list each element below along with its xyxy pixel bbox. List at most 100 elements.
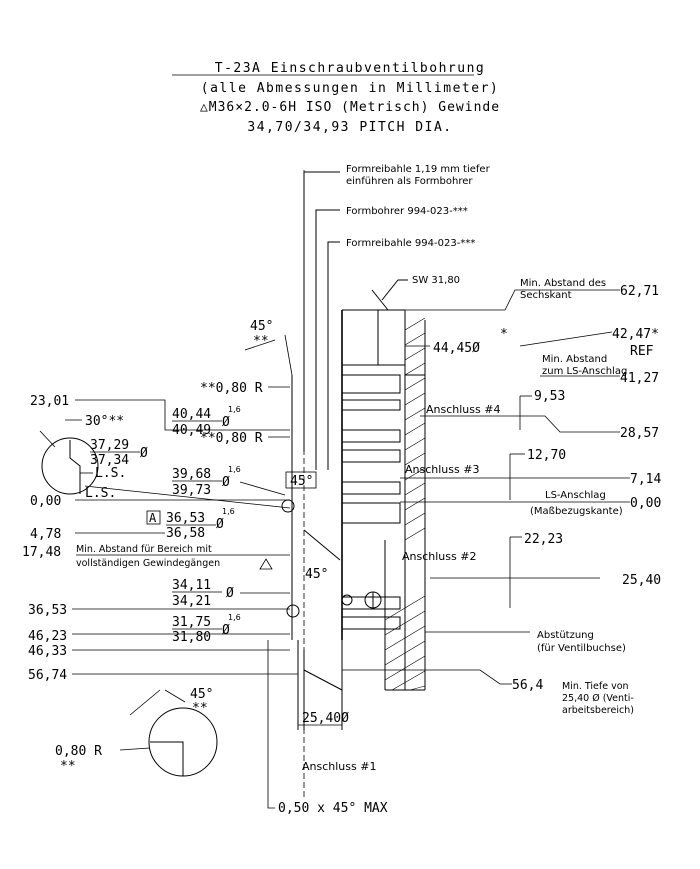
min-tiefe-2: 25,40 Ø (Venti- bbox=[562, 693, 634, 704]
angle-45-low: 45° bbox=[305, 567, 328, 582]
min-sechskant-2: Sechskant bbox=[520, 290, 572, 301]
dim-39-73: 39,73 bbox=[172, 483, 211, 498]
drawing-subtitle: (alle Abmessungen in Millimeter) bbox=[201, 81, 499, 96]
svg-text:1,6: 1,6 bbox=[222, 507, 235, 516]
abstuetzung-1: Abstützung bbox=[537, 630, 594, 641]
drawing-title: T-23A Einschraubventilbohrung bbox=[215, 61, 485, 76]
leader-sw bbox=[381, 279, 408, 301]
thread-triangle bbox=[259, 558, 273, 570]
thread-spec: △M36×2.0-6H ISO (Metrisch) Gewinde bbox=[200, 100, 500, 115]
svg-text:Ø: Ø bbox=[140, 446, 148, 461]
leader-formreibahle bbox=[327, 241, 340, 470]
dim-31-75: 31,75 bbox=[172, 615, 211, 630]
datum-a-box bbox=[146, 510, 161, 525]
leader-formreibahle-note bbox=[303, 171, 340, 452]
svg-text:1,6: 1,6 bbox=[228, 465, 241, 474]
dim-37-29: 37,29 bbox=[90, 438, 129, 453]
dim-25-40-bottom: 25,40Ø bbox=[302, 711, 349, 726]
radius-circle-2 bbox=[286, 604, 300, 618]
svg-text:1,6: 1,6 bbox=[228, 613, 241, 622]
radius-circle-1 bbox=[281, 499, 295, 513]
dim-23-01: 23,01 bbox=[30, 394, 69, 409]
detail-circle-upper bbox=[41, 437, 99, 495]
anschluss-1: Anschluss #1 bbox=[302, 760, 376, 773]
star-44: * bbox=[500, 327, 508, 342]
dim-40-49: 40,49 bbox=[172, 423, 211, 438]
r080-1: **0,80 R bbox=[200, 381, 263, 396]
chamfer-note: 0,50 x 45° MAX bbox=[278, 801, 388, 816]
dim-36-53b: 36,53 bbox=[28, 603, 67, 618]
port-bands bbox=[341, 374, 401, 630]
ls-2: L.S. bbox=[85, 486, 116, 501]
formbohrer-label: Formbohrer 994-023-*** bbox=[346, 206, 468, 217]
oring-2 bbox=[341, 594, 353, 606]
anschluss-3: Anschluss #3 bbox=[405, 463, 479, 476]
leader-62-71 bbox=[405, 289, 620, 311]
dim-37-34: 37,34 bbox=[90, 453, 129, 468]
sw-label: SW 31,80 bbox=[412, 275, 460, 286]
dim-34-11: 34,11 bbox=[172, 578, 211, 593]
svg-text:Ø: Ø bbox=[216, 517, 224, 532]
anschluss-2: Anschluss #2 bbox=[402, 550, 476, 563]
formreibahle-note-2: einführen als Formbohrer bbox=[346, 176, 473, 187]
min-bereich-2: vollständigen Gewindegängen bbox=[76, 558, 220, 569]
pitch-diameter: 34,70/34,93 PITCH DIA. bbox=[247, 120, 452, 135]
abstuetzung-2: (für Ventilbuchse) bbox=[537, 643, 626, 654]
dim-ref: REF bbox=[630, 344, 654, 359]
dim-46-33: 46,33 bbox=[28, 644, 67, 659]
min-tiefe-3: arbeitsbereich) bbox=[562, 705, 634, 716]
mabezug: (Maßbezugskante) bbox=[530, 506, 623, 517]
stars-top: ** bbox=[253, 334, 269, 349]
angle-45-mid: 45° bbox=[290, 474, 313, 489]
formreibahle-label: Formreibahle 994-023-*** bbox=[346, 238, 475, 249]
dim-41-27: 41,27 bbox=[620, 371, 659, 386]
cone-line bbox=[303, 529, 341, 561]
dim-40-44: 40,44 bbox=[172, 407, 211, 422]
anschluss-4: Anschluss #4 bbox=[426, 403, 500, 416]
stars-bot: ** bbox=[192, 701, 208, 716]
angle-30: 30°** bbox=[85, 414, 124, 429]
min-sechskant-1: Min. Abstand des bbox=[520, 278, 606, 289]
dim-34-21: 34,21 bbox=[172, 594, 211, 609]
svg-text:Ø: Ø bbox=[222, 475, 230, 490]
r080-3: 0,80 R bbox=[55, 744, 102, 759]
dim-56-74: 56,74 bbox=[28, 668, 67, 683]
hex-chamfer bbox=[371, 289, 389, 311]
min-tiefe-1: Min. Tiefe von bbox=[562, 681, 629, 692]
dim-39-68: 39,68 bbox=[172, 467, 211, 482]
min-ls-1: Min. Abstand bbox=[542, 354, 607, 365]
dim-12-70: 12,70 bbox=[527, 448, 566, 463]
dim-17-48: 17,48 bbox=[22, 545, 61, 560]
dim-36-58: 36,58 bbox=[166, 526, 205, 541]
ls-anschlag: LS-Anschlag bbox=[545, 490, 606, 501]
dim-36-53: 36,53 bbox=[166, 511, 205, 526]
dim-25-40-right: 25,40 bbox=[622, 573, 661, 588]
dim-0-00-right: 0,00 bbox=[630, 496, 661, 511]
leader-formbohrer bbox=[315, 209, 340, 470]
dim-46-23: 46,23 bbox=[28, 629, 67, 644]
dim-4-78: 4,78 bbox=[30, 527, 61, 542]
formreibahle-note-1: Formreibahle 1,19 mm tiefer bbox=[346, 164, 491, 175]
dim-62-71: 62,71 bbox=[620, 284, 659, 299]
min-ls-2: zum LS-Anschlag bbox=[542, 366, 627, 377]
dim-0-00-left: 0,00 bbox=[30, 494, 61, 509]
min-bereich-1: Min. Abstand für Bereich mit bbox=[76, 544, 212, 555]
stars-r: ** bbox=[60, 759, 76, 774]
r080-2: **0,80 R bbox=[200, 431, 263, 446]
dim-7-14: 7,14 bbox=[630, 472, 661, 487]
ls-1: L.S. bbox=[95, 466, 126, 481]
dim-42-47: 42,47* bbox=[612, 327, 659, 342]
svg-text:Ø: Ø bbox=[222, 623, 230, 638]
housing-hatch bbox=[384, 320, 426, 691]
dim-56-4: 56,4 bbox=[512, 678, 543, 693]
dim-28-57: 28,57 bbox=[620, 426, 659, 441]
dim-22-23: 22,23 bbox=[524, 532, 563, 547]
dim-44-45: 44,45Ø bbox=[433, 341, 480, 356]
datum-a: A bbox=[149, 511, 157, 525]
svg-text:Ø: Ø bbox=[226, 586, 234, 601]
dim-31-80: 31,80 bbox=[172, 630, 211, 645]
finish-1: 1,6 bbox=[228, 405, 241, 414]
angle-45-top: 45° bbox=[250, 319, 273, 334]
